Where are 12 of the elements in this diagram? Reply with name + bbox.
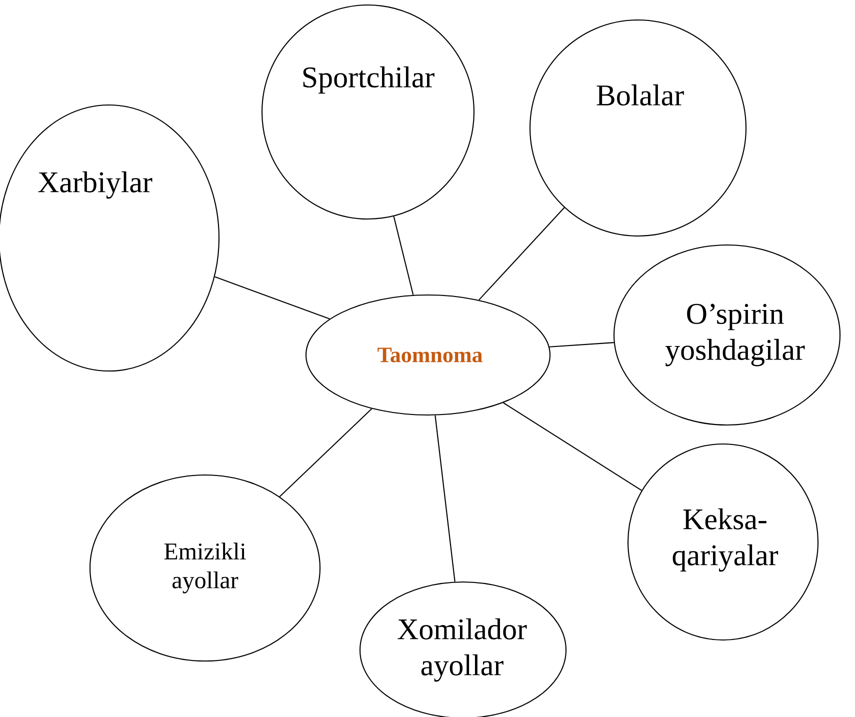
connector-line [393, 216, 414, 296]
ellipse-node: Emizikli ayollar [89, 474, 321, 662]
connector-line [478, 207, 565, 300]
ellipse-node: Bolalar [529, 19, 747, 237]
connector-line [279, 408, 372, 498]
connector-line [434, 415, 456, 582]
connector-line [549, 342, 614, 348]
connector-line [214, 276, 330, 320]
ellipse-node: Keksa-qariyalar [627, 443, 819, 641]
ellipse-node: Sportchilar [261, 4, 475, 220]
ellipse-node: O’spirin yoshdagilar [613, 244, 841, 426]
connector-line [503, 402, 642, 491]
